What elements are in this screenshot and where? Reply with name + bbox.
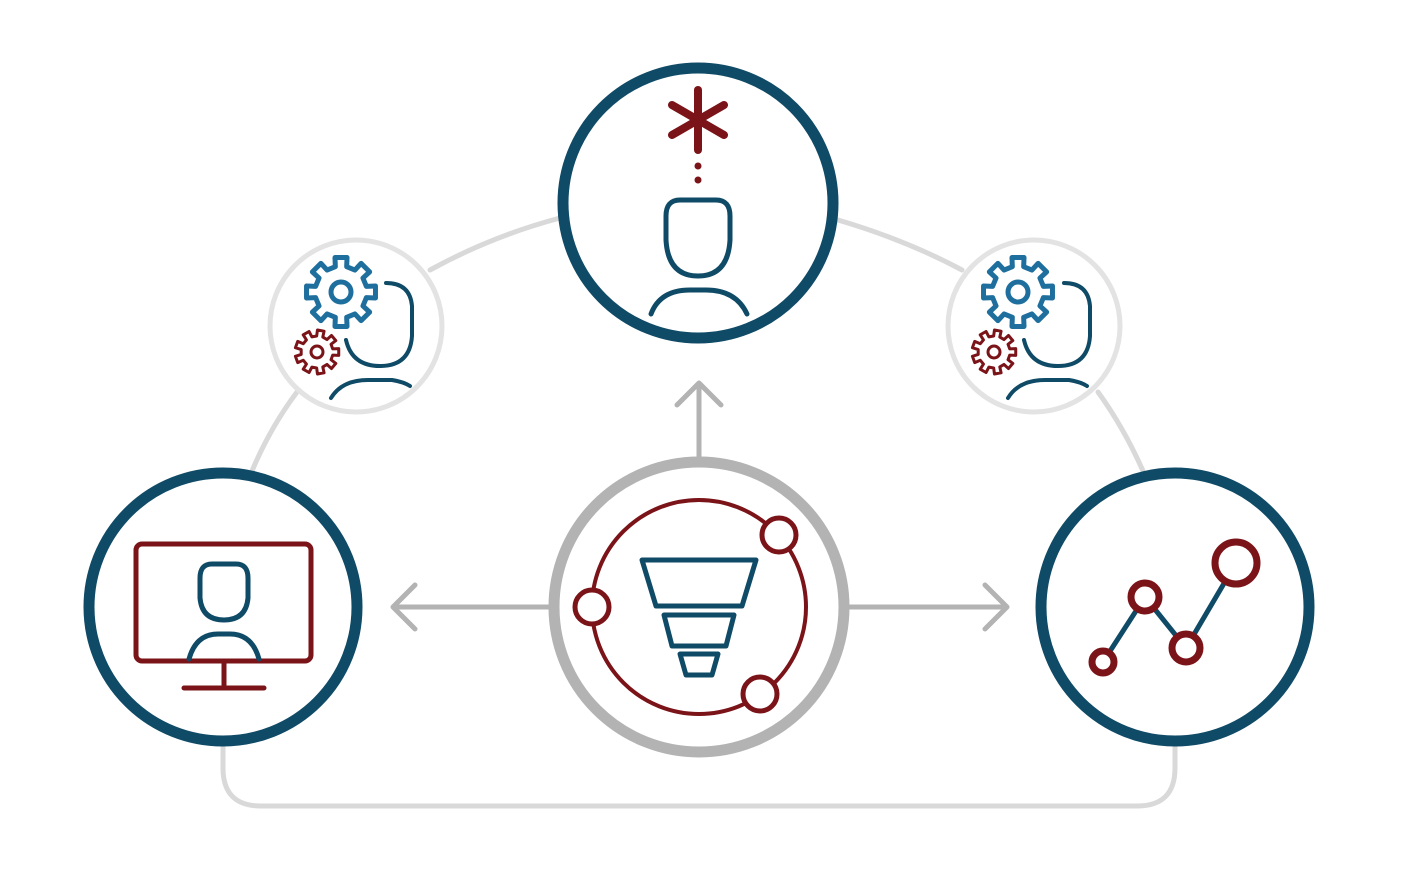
node-upper-right [945,237,1123,415]
bottom-loop-line [220,742,1178,809]
small-gear-outline [970,328,1018,376]
cycle-node [759,515,799,555]
node-upper-left [267,237,445,415]
node-top-ring [557,62,839,344]
funnel-icon [639,557,759,678]
graph-point [1168,630,1204,666]
graph-point [1127,579,1163,615]
arc-upper-left-to-top [427,215,563,273]
arc-upper-right-to-right [1095,389,1146,474]
arrow-to-top [674,380,724,461]
gear-outline [981,255,1055,329]
arrows [390,380,1010,632]
line-graph-icon [1088,538,1261,677]
person-with-idea-icon [648,86,750,317]
connector-lines [220,215,1178,809]
cycle-node [572,587,612,627]
small-gear-outline [293,328,341,376]
arc-top-to-upper-right [835,217,965,273]
arrow-to-left [390,582,553,632]
person-with-gears-icon [970,255,1092,400]
monitor-user-icon [133,541,314,691]
node-top [557,62,839,344]
funnel-cycle-icon [572,498,808,716]
arc-left-to-upper-left [249,389,300,474]
node-upper-left-ring [267,237,445,415]
cycle-node [740,674,780,714]
gear-icon [304,255,378,329]
asterisk-icon [668,86,728,154]
graph-point [1211,538,1261,588]
node-left [83,467,363,747]
node-left-ring [83,467,363,747]
small-gear-icon [293,328,341,376]
person-with-gears-icon [293,255,414,400]
node-right-ring [1035,467,1315,747]
gear-icon [981,255,1055,329]
node-right [1035,467,1315,747]
graph-point [1088,647,1118,677]
node-center [548,456,850,758]
arrow-to-right [847,582,1010,632]
gear-outline [304,255,378,329]
small-gear-icon [970,328,1018,376]
